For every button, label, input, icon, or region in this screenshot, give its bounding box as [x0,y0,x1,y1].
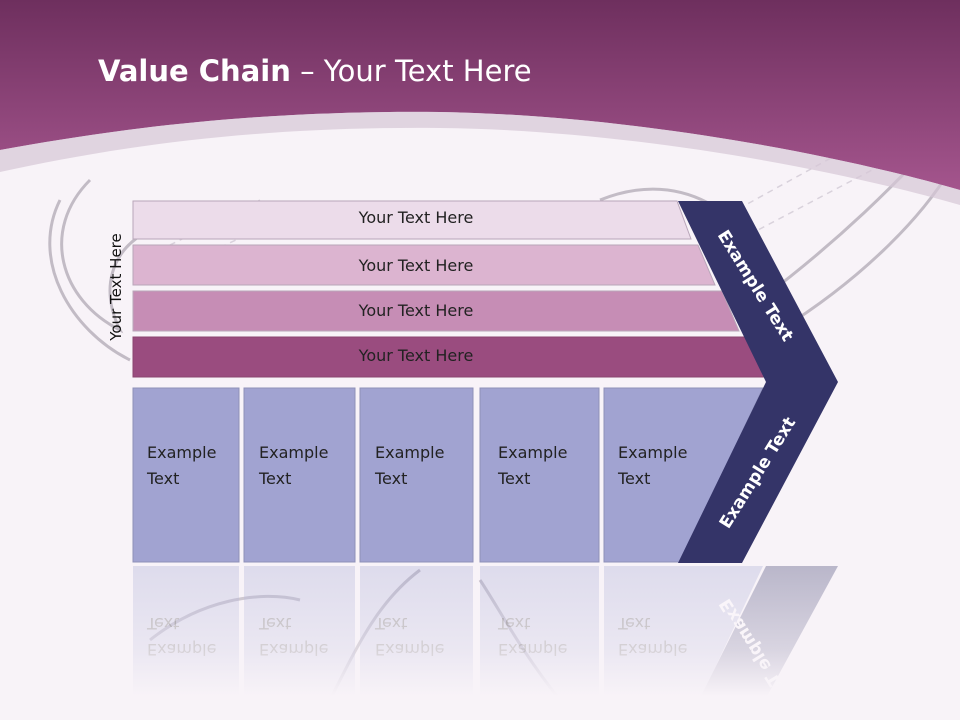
bar-1 [132,200,692,240]
bar-2-label: Your Text Here [358,256,474,275]
chevron-arrow [678,201,838,563]
box-3-line1: Example [375,443,445,462]
box-3 [359,387,474,563]
title-bold: Value Chain [98,54,291,88]
title-rest: – Your Text Here [290,54,532,88]
bar-1-label: Your Text Here [358,208,474,227]
box-4-line2: Text [498,469,531,488]
bar-3-label: Your Text Here [358,301,474,320]
box-4-line1: Example [498,443,568,462]
page-title: Value Chain – Your Text Here [98,54,532,88]
box-2 [243,387,356,563]
bar-4-label: Your Text Here [358,346,474,365]
box-2-line2: Text [259,469,292,488]
box-5-line1: Example [618,443,688,462]
box-5-line2: Text [618,469,651,488]
box-2-line1: Example [259,443,329,462]
bar-3 [132,290,740,332]
box-1-line1: Example [147,443,217,462]
header-band [0,0,960,190]
box-4 [479,387,600,563]
box-1-line2: Text [147,469,180,488]
bar-2 [132,244,716,286]
header-swoosh [0,111,960,205]
box-3-line2: Text [375,469,408,488]
box-1 [132,387,240,563]
